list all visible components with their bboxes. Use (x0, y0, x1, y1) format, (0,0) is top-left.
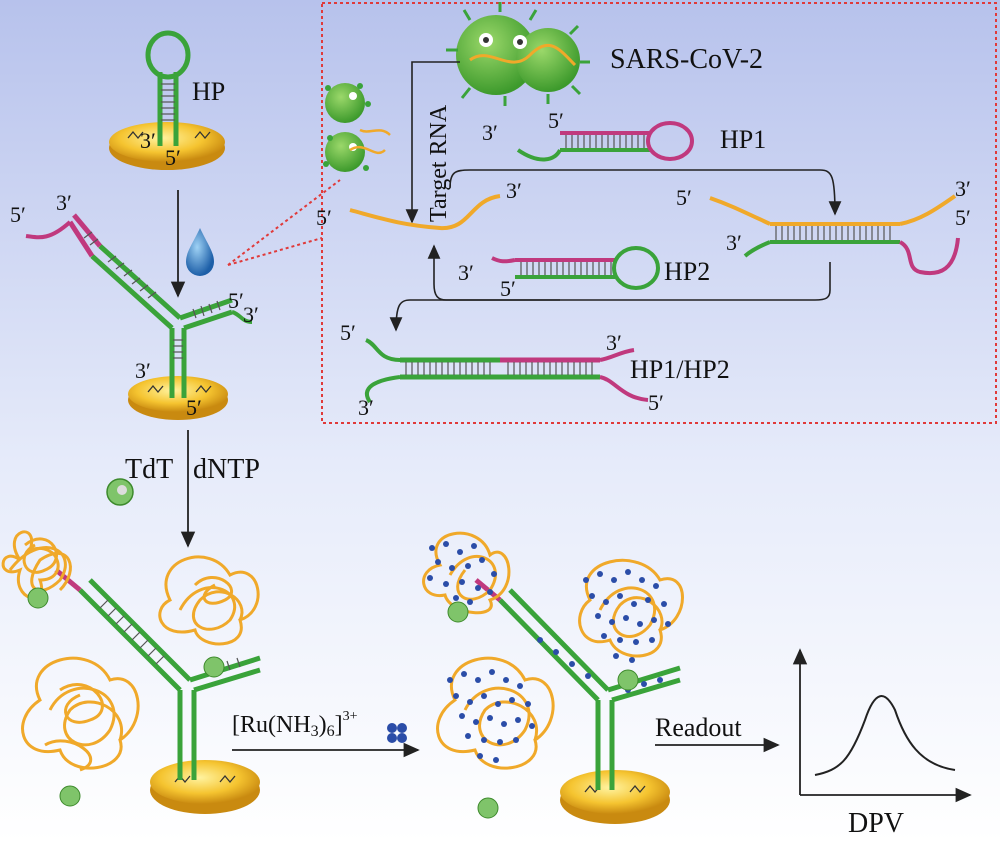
hp1-hp2-duplex (364, 338, 649, 404)
arrow-to-duplex (389, 299, 560, 332)
y-5prime-stem: 5′ (186, 395, 202, 420)
tdt-enzyme-icon (106, 478, 134, 506)
gold-electrode-top (109, 122, 225, 162)
dpv-plot: DPV (792, 648, 972, 839)
ru-label: [Ru(NH3)6]3+ (232, 709, 358, 740)
dpv-curve (814, 695, 956, 776)
dup-3prime-right: 3′ (955, 176, 971, 201)
dup-3prime-left: 3′ (726, 230, 742, 255)
hp2-5prime: 5′ (500, 276, 516, 301)
sars-label: SARS-CoV-2 (610, 44, 763, 75)
gold-electrode-3 (150, 760, 260, 804)
hh-3prime-right: 3′ (606, 330, 622, 355)
dup-5prime-right: 5′ (955, 205, 971, 230)
ru-complex-dots (427, 541, 671, 763)
rna-5prime: 5′ (316, 205, 332, 230)
y-3prime-stem: 3′ (135, 358, 151, 383)
y-5prime-left: 5′ (10, 202, 26, 227)
readout-label: Readout (655, 713, 742, 742)
hh-5prime-right: 5′ (648, 390, 664, 415)
hp1-label: HP1 (720, 125, 766, 154)
hp1-rna-duplex (709, 194, 960, 276)
hh-5prime-left: 5′ (340, 320, 356, 345)
hp-electrode-group: HP 3′ 5′ (109, 30, 225, 170)
dup-5prime-left: 5′ (676, 185, 692, 210)
hp1-3prime: 3′ (482, 120, 498, 145)
droplet-icon (186, 228, 214, 276)
hh-3prime-left: 3′ (358, 395, 374, 420)
hp2-3prime: 3′ (458, 260, 474, 285)
rna-3prime: 3′ (506, 178, 522, 203)
hp1-hairpin (516, 121, 694, 162)
hp2-label: HP2 (664, 257, 710, 286)
extended-y-dna (1, 530, 261, 814)
cycle-arrow-top (449, 169, 842, 216)
cycle-arrow-back (427, 244, 831, 301)
inset-box (321, 2, 997, 424)
tdt-label: TdT (125, 454, 173, 485)
hp1hp2-label: HP1/HP2 (630, 355, 730, 384)
hp1-5prime: 5′ (548, 108, 564, 133)
hp-label: HP (192, 77, 225, 106)
dpv-label: DPV (848, 808, 904, 839)
tdt-enzymes-left (27, 587, 225, 807)
y-5prime-right: 5′ (228, 288, 244, 313)
y-dna-group: 5′ 3′ 5′ 3′ 3′ 5′ (10, 190, 259, 420)
gold-electrode-4 (560, 770, 670, 814)
target-rna-label: Target RNA (426, 104, 452, 222)
sars-cov-2-virus-icon (446, 2, 590, 106)
hp2-hairpin (491, 246, 660, 290)
inset-connector-lower (227, 237, 323, 266)
tdt-enzymes-right (447, 601, 639, 819)
hp-5prime: 5′ (165, 145, 181, 170)
ru-loaded-y-dna (422, 531, 684, 824)
hp-3prime: 3′ (140, 128, 156, 153)
small-virus-icons (323, 83, 391, 172)
dntp-label: dNTP (193, 454, 260, 485)
y-3prime-left: 3′ (56, 190, 72, 215)
target-rna-arrow (405, 61, 460, 224)
orange-coils-right (422, 531, 684, 770)
y-3prime-right: 3′ (243, 302, 259, 327)
target-rna-strand (349, 194, 501, 231)
ru-clover-icon (387, 723, 407, 743)
